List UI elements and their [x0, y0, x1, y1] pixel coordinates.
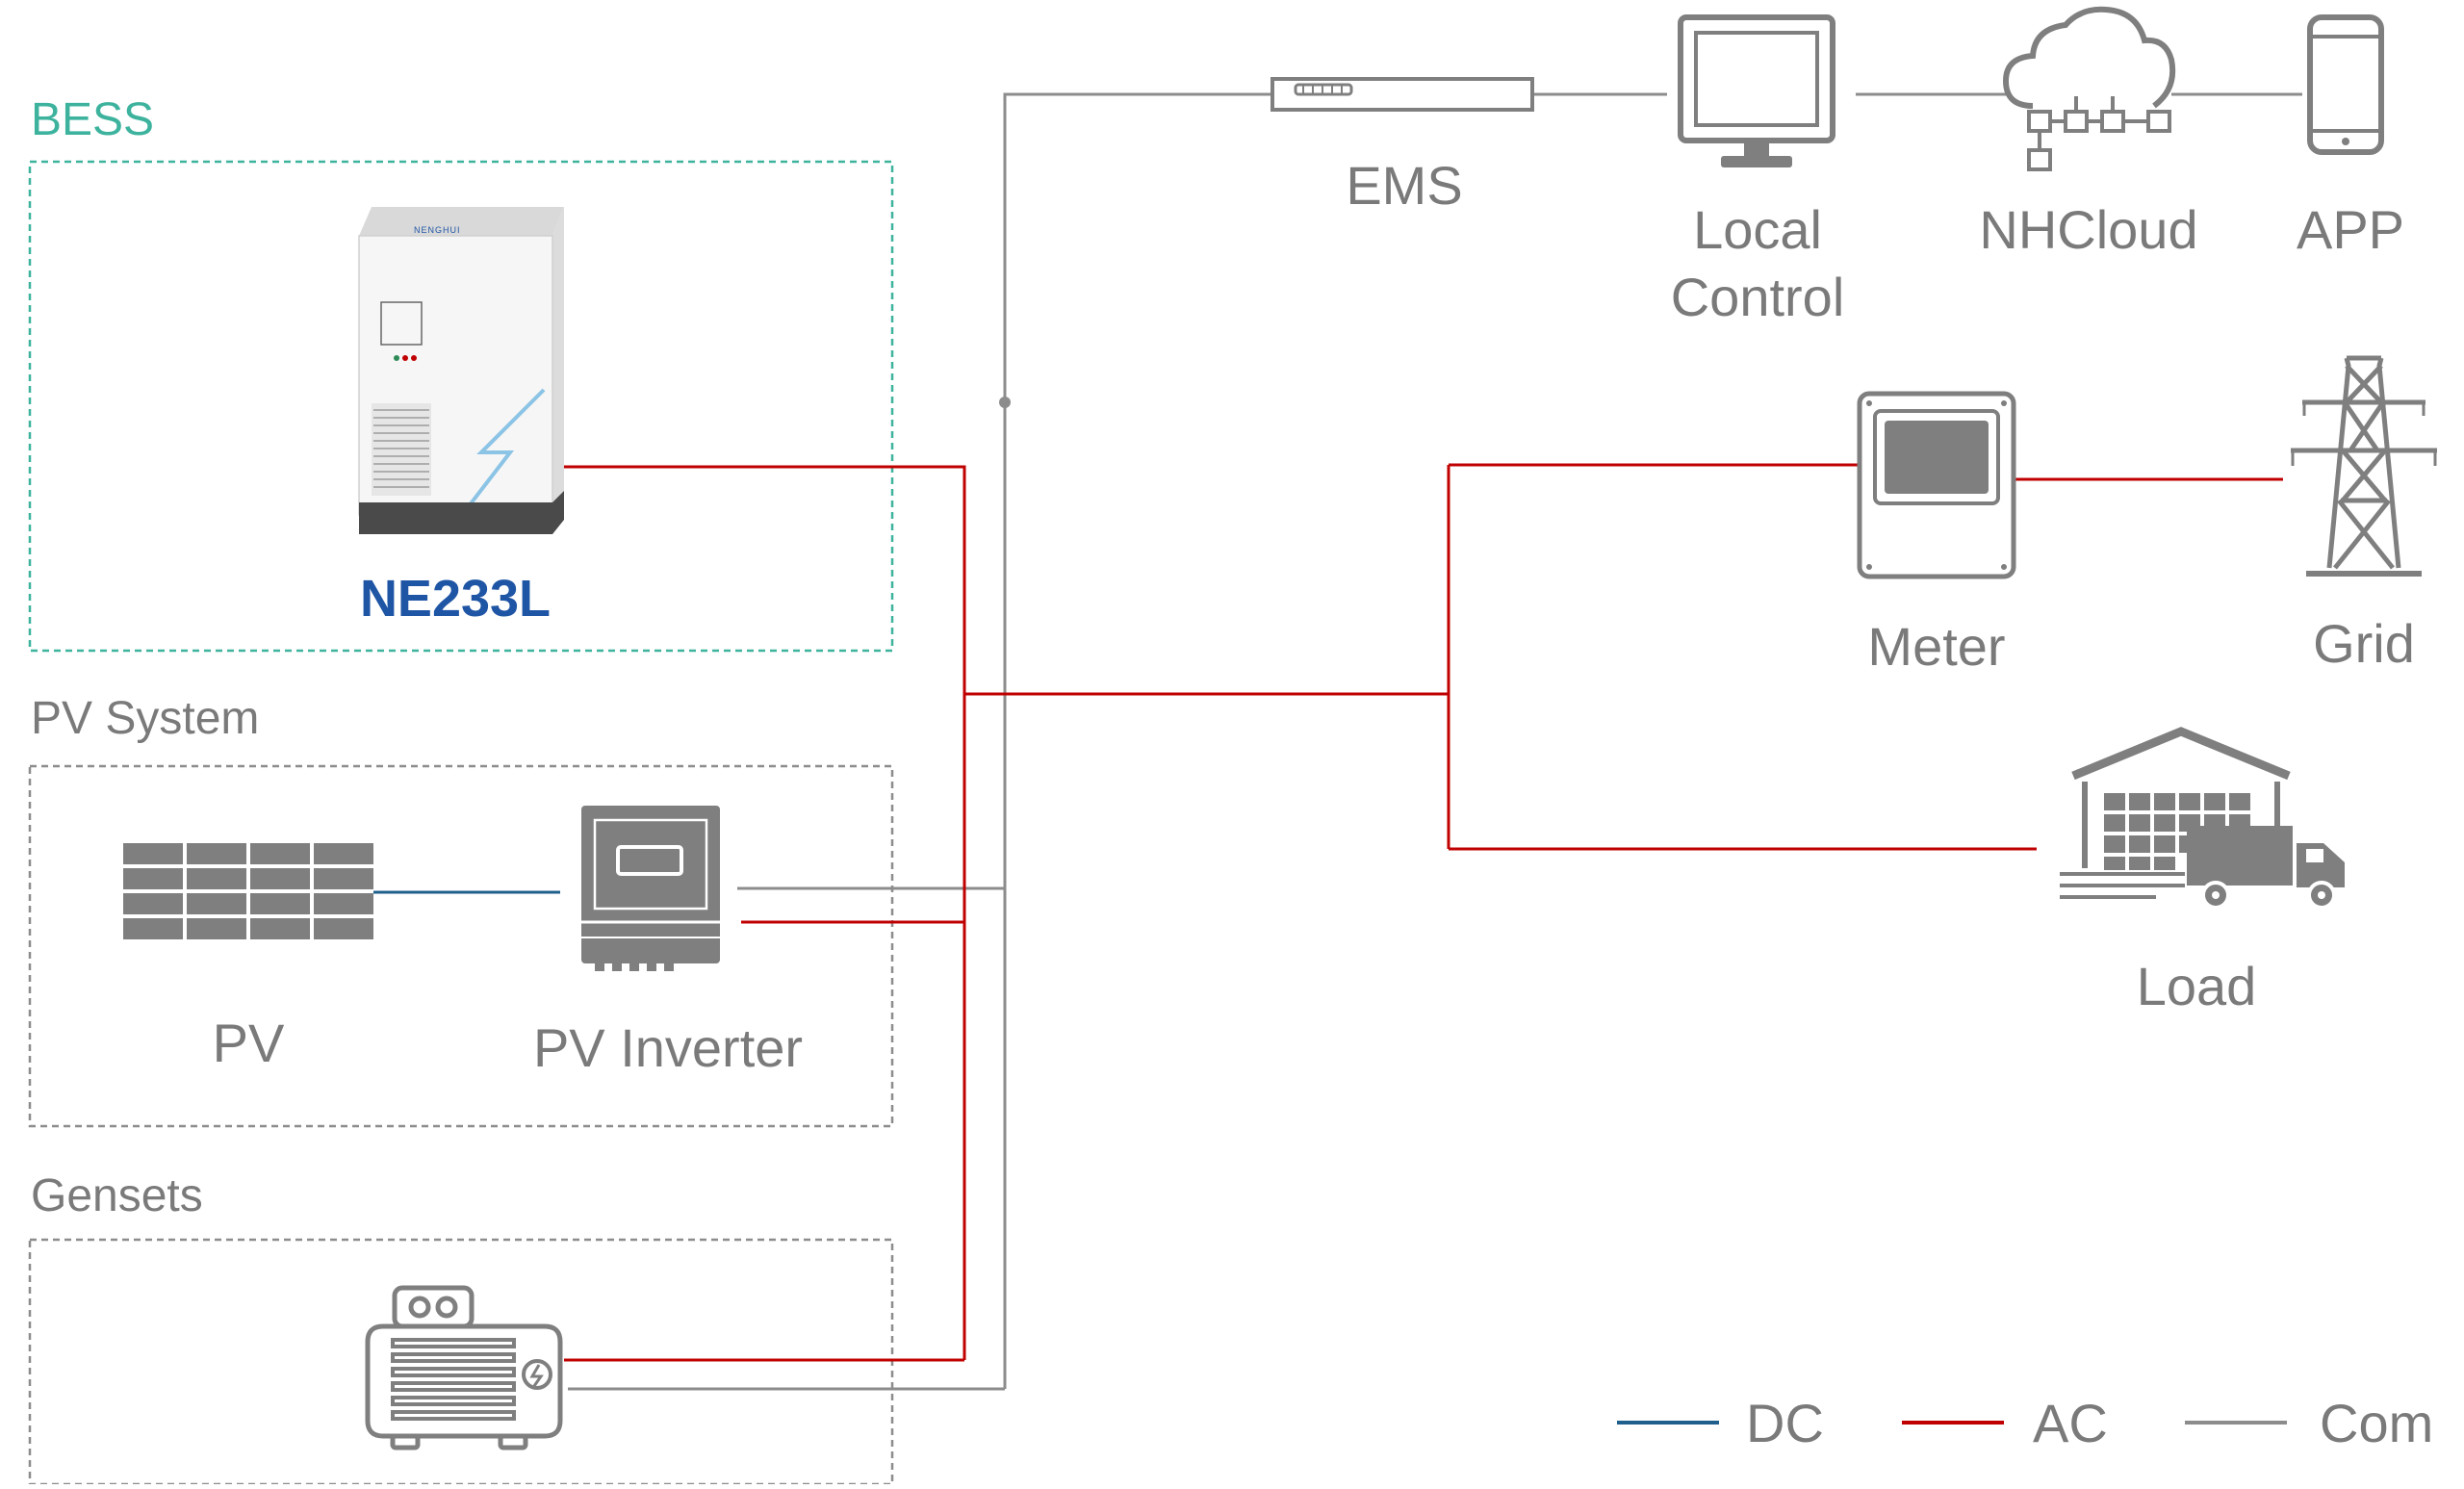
grid-label: Grid — [2313, 613, 2415, 674]
com-lines — [568, 92, 2302, 1391]
monitor-icon — [1678, 14, 1835, 167]
pv-inverter-icon — [581, 806, 720, 971]
pv-label: PV — [213, 1013, 285, 1073]
pv-inverter-label: PV Inverter — [533, 1017, 803, 1078]
gensets-group-title: Gensets — [31, 1170, 203, 1221]
genset-icon — [365, 1285, 563, 1450]
pv-system-group-title: PV System — [31, 693, 259, 744]
phone-icon — [2307, 14, 2384, 155]
load-label: Load — [2137, 956, 2257, 1016]
bess-model-label: NE233L — [360, 570, 551, 628]
local-control-label-line2: Control — [1671, 267, 1845, 327]
meter-label: Meter — [1867, 616, 2005, 677]
legend-dc-label: DC — [1746, 1393, 1824, 1453]
local-control-label-line1: Local — [1693, 199, 1822, 260]
com-junction-dot — [999, 397, 1011, 408]
ac-line-bess — [562, 465, 966, 1360]
pv-system-group-box — [28, 764, 894, 1128]
bess-cabinet-icon: NENGHUI — [358, 207, 564, 534]
ems-icon — [1270, 77, 1534, 112]
bess-group-title: BESS — [31, 94, 154, 145]
meter-icon — [1857, 391, 2016, 579]
legend-com-label: Com — [2320, 1393, 2433, 1453]
legend-ac-label: AC — [2033, 1393, 2108, 1453]
nhcloud-label: NHCloud — [1979, 199, 2197, 260]
app-label: APP — [2297, 199, 2404, 260]
com-line-trunk — [1003, 92, 1272, 1389]
ems-label: EMS — [1346, 155, 1462, 216]
transmission-tower-icon — [2291, 355, 2437, 577]
pv-panel-icon — [123, 843, 373, 939]
bess-group-box — [28, 160, 894, 653]
bess-brand-label: NENGHUI — [414, 225, 461, 235]
cloud-icon — [2002, 6, 2176, 171]
ac-lines — [562, 463, 2283, 1362]
legend: DC AC Com — [1617, 1393, 2433, 1453]
warehouse-truck-icon — [2060, 727, 2345, 910]
